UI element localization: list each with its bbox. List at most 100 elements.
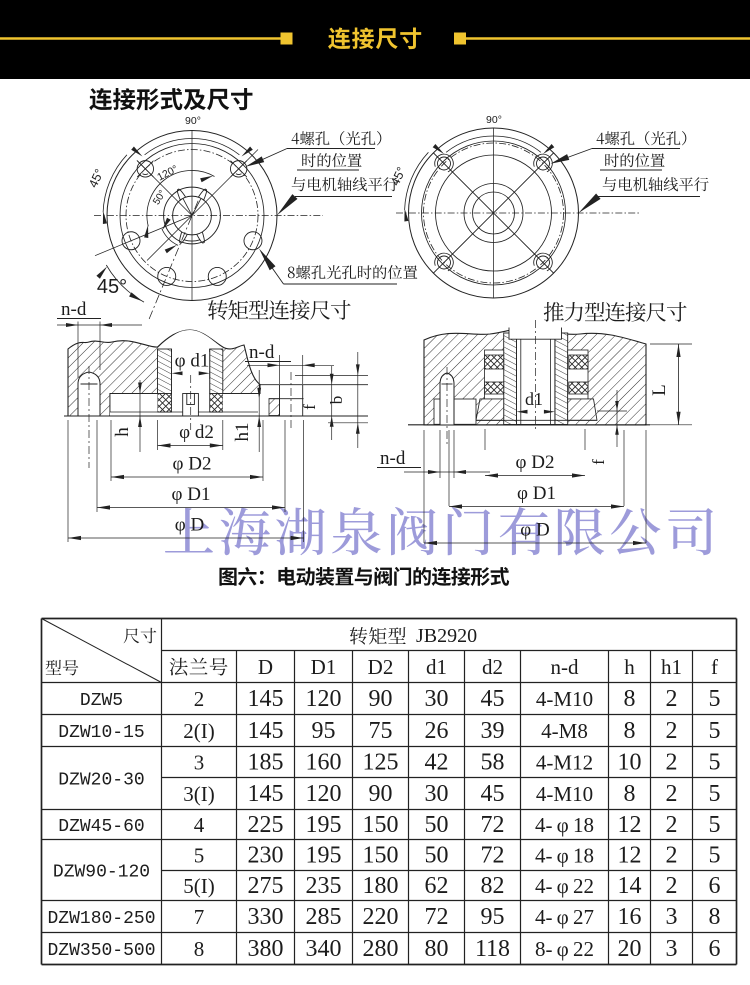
svg-text:5: 5 xyxy=(709,686,721,712)
svg-text:n-d: n-d xyxy=(249,342,275,363)
svg-text:φ D1: φ D1 xyxy=(517,483,556,504)
svg-text:50: 50 xyxy=(425,843,449,869)
svg-text:280: 280 xyxy=(363,936,399,962)
svg-text:D: D xyxy=(258,655,273,679)
svg-text:5: 5 xyxy=(709,812,721,838)
svg-text:150: 150 xyxy=(363,843,399,869)
svg-text:h1: h1 xyxy=(232,423,253,442)
svg-text:D1: D1 xyxy=(311,655,337,679)
svg-text:30: 30 xyxy=(425,686,449,712)
svg-text:75: 75 xyxy=(369,718,393,744)
svg-text:2: 2 xyxy=(666,812,678,838)
svg-text:90: 90 xyxy=(369,686,393,712)
svg-text:340: 340 xyxy=(306,936,342,962)
svg-text:6: 6 xyxy=(709,936,721,962)
svg-text:4-M12: 4-M12 xyxy=(536,751,593,775)
svg-text:380: 380 xyxy=(248,936,284,962)
svg-text:195: 195 xyxy=(306,843,342,869)
svg-text:5: 5 xyxy=(709,781,721,807)
svg-text:42: 42 xyxy=(425,750,449,776)
svg-text:2(I): 2(I) xyxy=(183,719,214,743)
svg-text:180: 180 xyxy=(363,873,399,899)
svg-text:n-d: n-d xyxy=(61,299,87,320)
svg-text:230: 230 xyxy=(248,843,284,869)
svg-text:D2: D2 xyxy=(368,655,394,679)
svg-text:45: 45 xyxy=(481,686,505,712)
svg-text:2: 2 xyxy=(666,686,678,712)
svg-text:2: 2 xyxy=(666,873,678,899)
svg-text:235: 235 xyxy=(306,873,342,899)
svg-text:120: 120 xyxy=(306,686,342,712)
svg-text:145: 145 xyxy=(248,781,284,807)
svg-text:8: 8 xyxy=(194,937,205,961)
svg-text:4-M10: 4-M10 xyxy=(536,687,593,711)
svg-text:DZW45-60: DZW45-60 xyxy=(58,817,144,837)
svg-text:DZW20-30: DZW20-30 xyxy=(58,771,144,791)
svg-text:5: 5 xyxy=(709,750,721,776)
svg-text:90°: 90° xyxy=(185,115,201,127)
svg-text:3(I): 3(I) xyxy=(183,782,214,806)
svg-text:39: 39 xyxy=(481,718,505,744)
svg-text:8: 8 xyxy=(624,781,636,807)
svg-text:8: 8 xyxy=(709,904,721,930)
svg-text:φ D: φ D xyxy=(175,515,204,536)
svg-text:h: h xyxy=(624,655,635,679)
svg-text:4: 4 xyxy=(194,813,205,837)
svg-text:8: 8 xyxy=(624,718,636,744)
svg-text:3: 3 xyxy=(194,751,205,775)
svg-text:5(I): 5(I) xyxy=(183,874,214,898)
svg-text:195: 195 xyxy=(306,812,342,838)
svg-text:145: 145 xyxy=(248,686,284,712)
svg-text:7: 7 xyxy=(194,905,205,929)
svg-text:30: 30 xyxy=(425,781,449,807)
svg-text:DZW10-15: DZW10-15 xyxy=(58,723,144,743)
svg-text:145: 145 xyxy=(248,718,284,744)
svg-text:26: 26 xyxy=(425,718,449,744)
svg-text:90°: 90° xyxy=(486,114,502,126)
svg-text:2: 2 xyxy=(194,687,205,711)
svg-text:8- φ 22: 8- φ 22 xyxy=(535,937,594,961)
svg-text:4-M10: 4-M10 xyxy=(536,782,593,806)
svg-text:8: 8 xyxy=(624,686,636,712)
svg-text:10: 10 xyxy=(618,750,642,776)
svg-text:f: f xyxy=(711,655,718,679)
svg-text:4- φ 18: 4- φ 18 xyxy=(535,813,594,837)
svg-text:6: 6 xyxy=(709,873,721,899)
svg-text:φ D2: φ D2 xyxy=(173,454,212,475)
svg-text:225: 225 xyxy=(248,812,284,838)
svg-text:125: 125 xyxy=(363,750,399,776)
svg-text:φ d2: φ d2 xyxy=(179,422,214,443)
svg-text:160: 160 xyxy=(306,750,342,776)
svg-text:h: h xyxy=(112,427,133,437)
svg-text:b: b xyxy=(327,396,346,405)
svg-text:285: 285 xyxy=(306,904,342,930)
svg-text:95: 95 xyxy=(481,904,505,930)
svg-text:φ D: φ D xyxy=(520,520,549,541)
svg-text:JB2920: JB2920 xyxy=(416,625,477,647)
svg-text:d1: d1 xyxy=(525,389,543,409)
svg-text:h1: h1 xyxy=(661,655,682,679)
svg-text:4- φ 27: 4- φ 27 xyxy=(535,905,594,929)
svg-text:72: 72 xyxy=(425,904,449,930)
svg-text:12: 12 xyxy=(618,843,642,869)
svg-text:3: 3 xyxy=(666,904,678,930)
svg-text:62: 62 xyxy=(425,873,449,899)
svg-text:5: 5 xyxy=(709,843,721,869)
svg-text:150: 150 xyxy=(363,812,399,838)
svg-text:72: 72 xyxy=(481,812,505,838)
svg-text:n-d: n-d xyxy=(380,448,406,469)
svg-text:2: 2 xyxy=(666,781,678,807)
svg-text:DZW5: DZW5 xyxy=(80,691,123,711)
svg-text:80: 80 xyxy=(425,936,449,962)
svg-text:φ D2: φ D2 xyxy=(516,452,555,473)
svg-text:45: 45 xyxy=(481,781,505,807)
svg-text:L: L xyxy=(649,384,670,396)
svg-text:95: 95 xyxy=(312,718,336,744)
svg-text:d1: d1 xyxy=(426,655,447,679)
svg-text:90: 90 xyxy=(369,781,393,807)
svg-text:330: 330 xyxy=(248,904,284,930)
svg-text:f: f xyxy=(589,459,608,465)
svg-text:4- φ 22: 4- φ 22 xyxy=(535,874,594,898)
svg-text:118: 118 xyxy=(475,936,510,962)
svg-text:4-M8: 4-M8 xyxy=(541,719,588,743)
